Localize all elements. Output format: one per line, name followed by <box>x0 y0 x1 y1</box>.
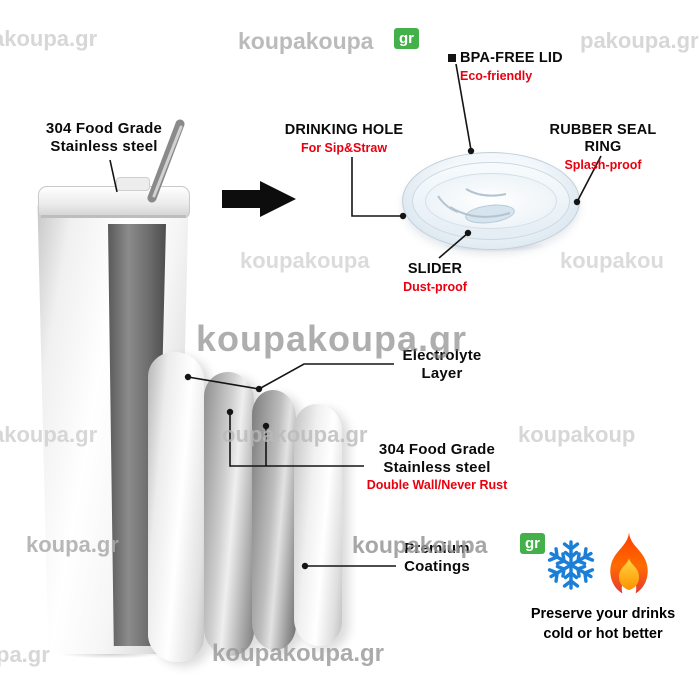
tumbler-lid-slider <box>116 177 150 191</box>
watermark-green-badge: gr <box>394 28 419 49</box>
tumbler-lid <box>38 186 190 218</box>
footer-tagline-line1: Preserve your drinks <box>530 606 676 622</box>
layer-sheet-steel-inner <box>252 388 296 652</box>
drinking-hole-subtitle: For Sip&Straw <box>300 141 388 156</box>
layer-sheet-coating <box>294 402 342 648</box>
watermark: koupakoupa <box>238 28 374 54</box>
electrolyte-title-line1: Electrolyte <box>402 347 482 364</box>
callout-rubber-seal-ring: RUBBER SEAL RING Splash-proof <box>534 122 672 172</box>
rubber-seal-ring-subtitle: Splash-proof <box>564 158 642 173</box>
callout-tumbler-steel: 304 Food Grade Stainless steel <box>38 120 170 155</box>
bpa-free-lid-subtitle: Eco-friendly <box>460 69 533 84</box>
watermark-green-badge: gr <box>520 533 545 554</box>
rubber-seal-ring-title: RUBBER SEAL RING <box>549 122 657 156</box>
electrolyte-title-line2: Layer <box>421 364 463 382</box>
watermark: akoupa.gr <box>0 26 98 51</box>
double-wall-steel-title-line2: Stainless steel <box>383 458 491 476</box>
double-wall-steel-title-line1: 304 Food Grade <box>378 441 496 458</box>
watermark: koupakoup <box>518 422 636 447</box>
watermark-badge-text: gr <box>394 28 419 49</box>
premium-coatings-title-line2: Coatings <box>404 557 470 575</box>
snowflake-icon <box>546 540 596 590</box>
slider-title: SLIDER <box>407 261 463 277</box>
callout-slider: SLIDER Dust-proof <box>396 261 474 294</box>
double-wall-steel-subtitle: Double Wall/Never Rust <box>366 478 508 493</box>
watermark: koupakoupa <box>240 248 370 273</box>
footer-tagline: Preserve your drinks cold or hot better <box>512 604 694 645</box>
watermark-badge-text: gr <box>520 533 545 554</box>
premium-coatings-title-line1: Premium <box>404 540 470 557</box>
drinking-hole-line <box>351 157 403 217</box>
watermark: pakoupa.gr <box>580 28 699 53</box>
layer-sheet-electrolyte <box>148 350 204 664</box>
transition-arrow <box>222 181 296 217</box>
layer-sheet-steel-outer <box>204 370 254 658</box>
bpa-free-lid-title: BPA-FREE LID <box>460 50 563 66</box>
callout-bpa-free-lid: BPA-FREE LID Eco-friendly <box>460 50 580 83</box>
drinking-hole-title: DRINKING HOLE <box>284 122 404 138</box>
lid-plate <box>402 152 580 250</box>
callout-double-wall-steel: 304 Food Grade Stainless steel Double Wa… <box>366 441 508 492</box>
footer-tagline-line2: cold or hot better <box>543 626 663 643</box>
tumbler-lid-seam <box>41 215 186 218</box>
slider-subtitle: Dust-proof <box>403 280 467 295</box>
callout-electrolyte-layer: Electrolyte Layer <box>396 347 488 382</box>
bpa-bullet <box>448 54 456 62</box>
callout-drinking-hole: DRINKING HOLE For Sip&Straw <box>284 122 404 155</box>
tumbler-steel-title-line2: Stainless steel <box>50 137 158 155</box>
flame-icon <box>610 532 648 594</box>
tumbler-steel-title-line1: 304 Food Grade <box>45 120 163 137</box>
watermark: koupakou <box>560 248 664 273</box>
callout-premium-coatings: Premium Coatings <box>394 540 480 575</box>
